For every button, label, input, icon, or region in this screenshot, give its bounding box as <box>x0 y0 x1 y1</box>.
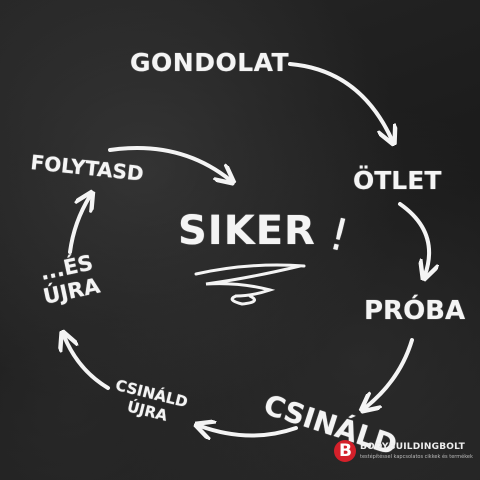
brand-name: BODYBUILDINGBOLT <box>360 442 465 452</box>
brand-logo-letter: B <box>339 441 352 461</box>
arrow-es-ujra-folytasd <box>68 196 90 254</box>
brand-logo-icon <box>334 440 356 462</box>
arrow-proba-csinald <box>365 338 414 408</box>
step-proba: PRÓBA <box>364 296 466 326</box>
arrow-otlet-proba <box>398 202 429 275</box>
step-gondolat: GONDOLAT <box>130 48 290 77</box>
center-title: SIKER <box>178 208 316 254</box>
arrow-gondolat-otlet <box>288 62 392 140</box>
arrow-csinald-csinald-ujra <box>200 426 298 436</box>
arrow-csinald-ujra-es-ujra <box>64 336 110 390</box>
brand-tagline: testépítéssel kapcsolatos cikkek és term… <box>360 454 473 460</box>
arrow-folytasd-siker <box>108 146 230 180</box>
siker-underline <box>194 263 306 306</box>
step-otlet: ÖTLET <box>353 166 442 195</box>
